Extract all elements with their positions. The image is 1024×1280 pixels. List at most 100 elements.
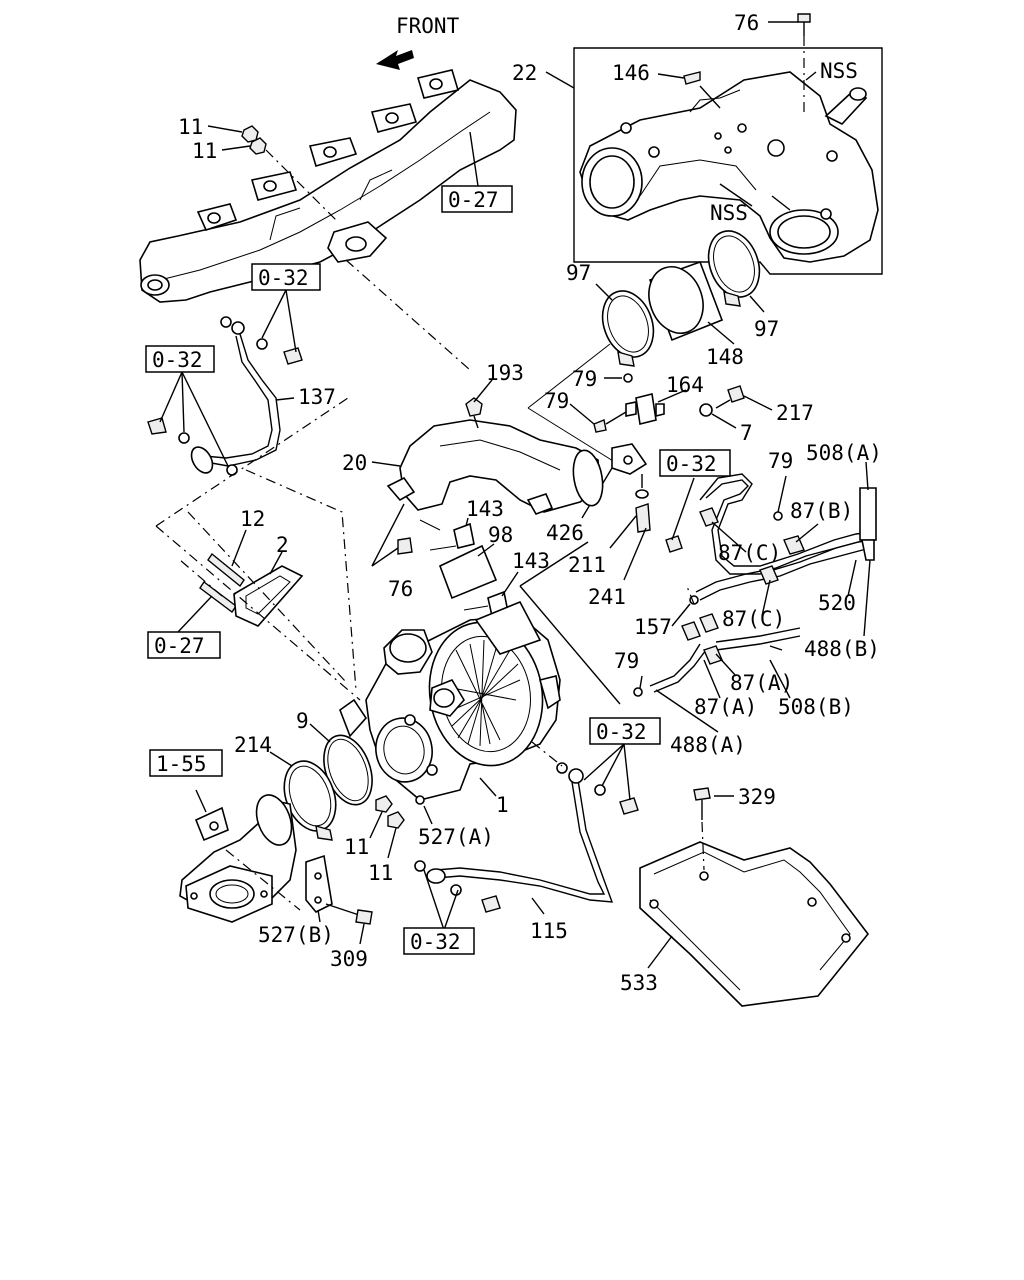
bolt-76-mid: [397, 537, 413, 555]
callout-9: 9: [296, 709, 309, 733]
bolt-309: [325, 903, 373, 925]
gasket-2: [233, 565, 304, 627]
turbocharger-1: [339, 600, 561, 805]
nss-fitting: [824, 87, 868, 125]
ref-box-0-32-d[interactable]: 0-32: [589, 717, 661, 745]
callout-241: 241: [588, 585, 626, 609]
bolt-79-d: [633, 687, 643, 697]
ref-box-0-32-a[interactable]: 0-32: [251, 263, 321, 291]
callout-217: 217: [776, 401, 814, 425]
exhaust-manifold: [139, 69, 517, 303]
callout-7: 7: [740, 421, 753, 445]
callout-148: 148: [706, 345, 744, 369]
hose-520: [859, 487, 877, 541]
coolant-pipe-508a: [699, 473, 873, 575]
hose-clamp-97-b: [707, 230, 761, 307]
bolt-icon: [283, 347, 303, 365]
washer-icon: [450, 884, 462, 896]
clamp-214: [283, 760, 337, 841]
callout-164: 164: [666, 373, 704, 397]
svg-text:0-27: 0-27: [154, 634, 205, 658]
bolt-79-b: [593, 419, 607, 433]
callout-508b: 508(B): [778, 695, 854, 719]
ref-box-0-27-bottom[interactable]: 0-27: [147, 631, 221, 659]
callout-11: 11: [344, 835, 369, 859]
callout-87a: 87(A): [694, 695, 757, 719]
washer-211: [635, 489, 649, 499]
callout-146: 146: [612, 61, 650, 85]
ref-box-0-32-e[interactable]: 0-32: [403, 927, 475, 955]
callout-22: 22: [512, 61, 537, 85]
callout-11: 11: [368, 861, 393, 885]
callout-79: 79: [544, 389, 569, 413]
guide-line: [155, 397, 349, 527]
washer-7: [699, 403, 713, 417]
callout-2: 2: [276, 533, 289, 557]
callout-79: 79: [768, 449, 793, 473]
callout-11: 11: [178, 115, 203, 139]
callout-527b: 527(B): [258, 923, 334, 947]
nut-icon: [387, 811, 405, 829]
callout-76: 76: [734, 11, 759, 35]
bolt-79-c: [773, 511, 783, 521]
callout-533: 533: [620, 971, 658, 995]
callout-137: 137: [298, 385, 336, 409]
washer-icon: [556, 762, 568, 774]
washer-icon: [414, 860, 426, 872]
oil-pipe-137: [190, 321, 281, 474]
compressor-outlet-pipe-20: [386, 419, 604, 515]
callout-12: 12: [240, 507, 265, 531]
callout-527a: 527(A): [418, 825, 494, 849]
callout-87c: 87(C): [718, 541, 781, 565]
inlet-pipe-group-box: [573, 47, 883, 275]
svg-text:0-32: 0-32: [596, 720, 647, 744]
front-arrow-icon: [376, 50, 414, 70]
bolt-217: [715, 385, 745, 409]
bolt-icon: [619, 797, 639, 815]
sleeve-143-a: [453, 522, 475, 549]
callout-193: 193: [486, 361, 524, 385]
callout-508a: 508(A): [806, 441, 882, 465]
callout-87b: 87(B): [790, 499, 853, 523]
callout-143: 143: [512, 549, 550, 573]
callout-11: 11: [192, 139, 217, 163]
washer-icon: [594, 784, 606, 796]
nut-icon: [375, 795, 393, 813]
bolt-76-top: [797, 13, 811, 36]
callout-87a: 87(A): [730, 671, 793, 695]
sensor-193: [465, 397, 483, 417]
callout-115: 115: [530, 919, 568, 943]
bolt-icon: [147, 417, 167, 435]
callout-76: 76: [388, 577, 413, 601]
bolt-icon: [481, 895, 501, 913]
stud-12: [207, 552, 245, 588]
callout-309: 309: [330, 947, 368, 971]
washer-icon: [256, 338, 268, 350]
intake-elbow-pipe: [579, 71, 879, 263]
coolant-pipe-508b: [649, 539, 871, 693]
callout-488a: 488(A): [670, 733, 746, 757]
callout-97: 97: [754, 317, 779, 341]
svg-text:0-32: 0-32: [258, 266, 309, 290]
callout-nss: NSS: [710, 201, 748, 225]
ref-box-0-32-c[interactable]: 0-32: [659, 449, 731, 477]
ref-box-0-27-top[interactable]: 0-27: [441, 185, 513, 213]
oil-return-pipe-115: [426, 768, 614, 903]
spacer-98: [438, 544, 498, 600]
callout-520: 520: [818, 591, 856, 615]
svg-text:0-32: 0-32: [152, 348, 203, 372]
callout-157: 157: [634, 615, 672, 639]
bolt-241: [635, 503, 651, 533]
callout-97: 97: [566, 261, 591, 285]
washer-icon: [178, 432, 190, 444]
bracket-426: [611, 443, 648, 475]
callout-488b: 488(B): [804, 637, 880, 661]
ref-box-0-32-b[interactable]: 0-32: [145, 345, 215, 373]
callout-79: 79: [614, 649, 639, 673]
callout-329: 329: [738, 785, 776, 809]
ref-box-1-55[interactable]: 1-55: [149, 749, 223, 777]
callout-426: 426: [546, 521, 584, 545]
vsv-164: [625, 393, 665, 425]
callout-87c: 87(C): [722, 607, 785, 631]
